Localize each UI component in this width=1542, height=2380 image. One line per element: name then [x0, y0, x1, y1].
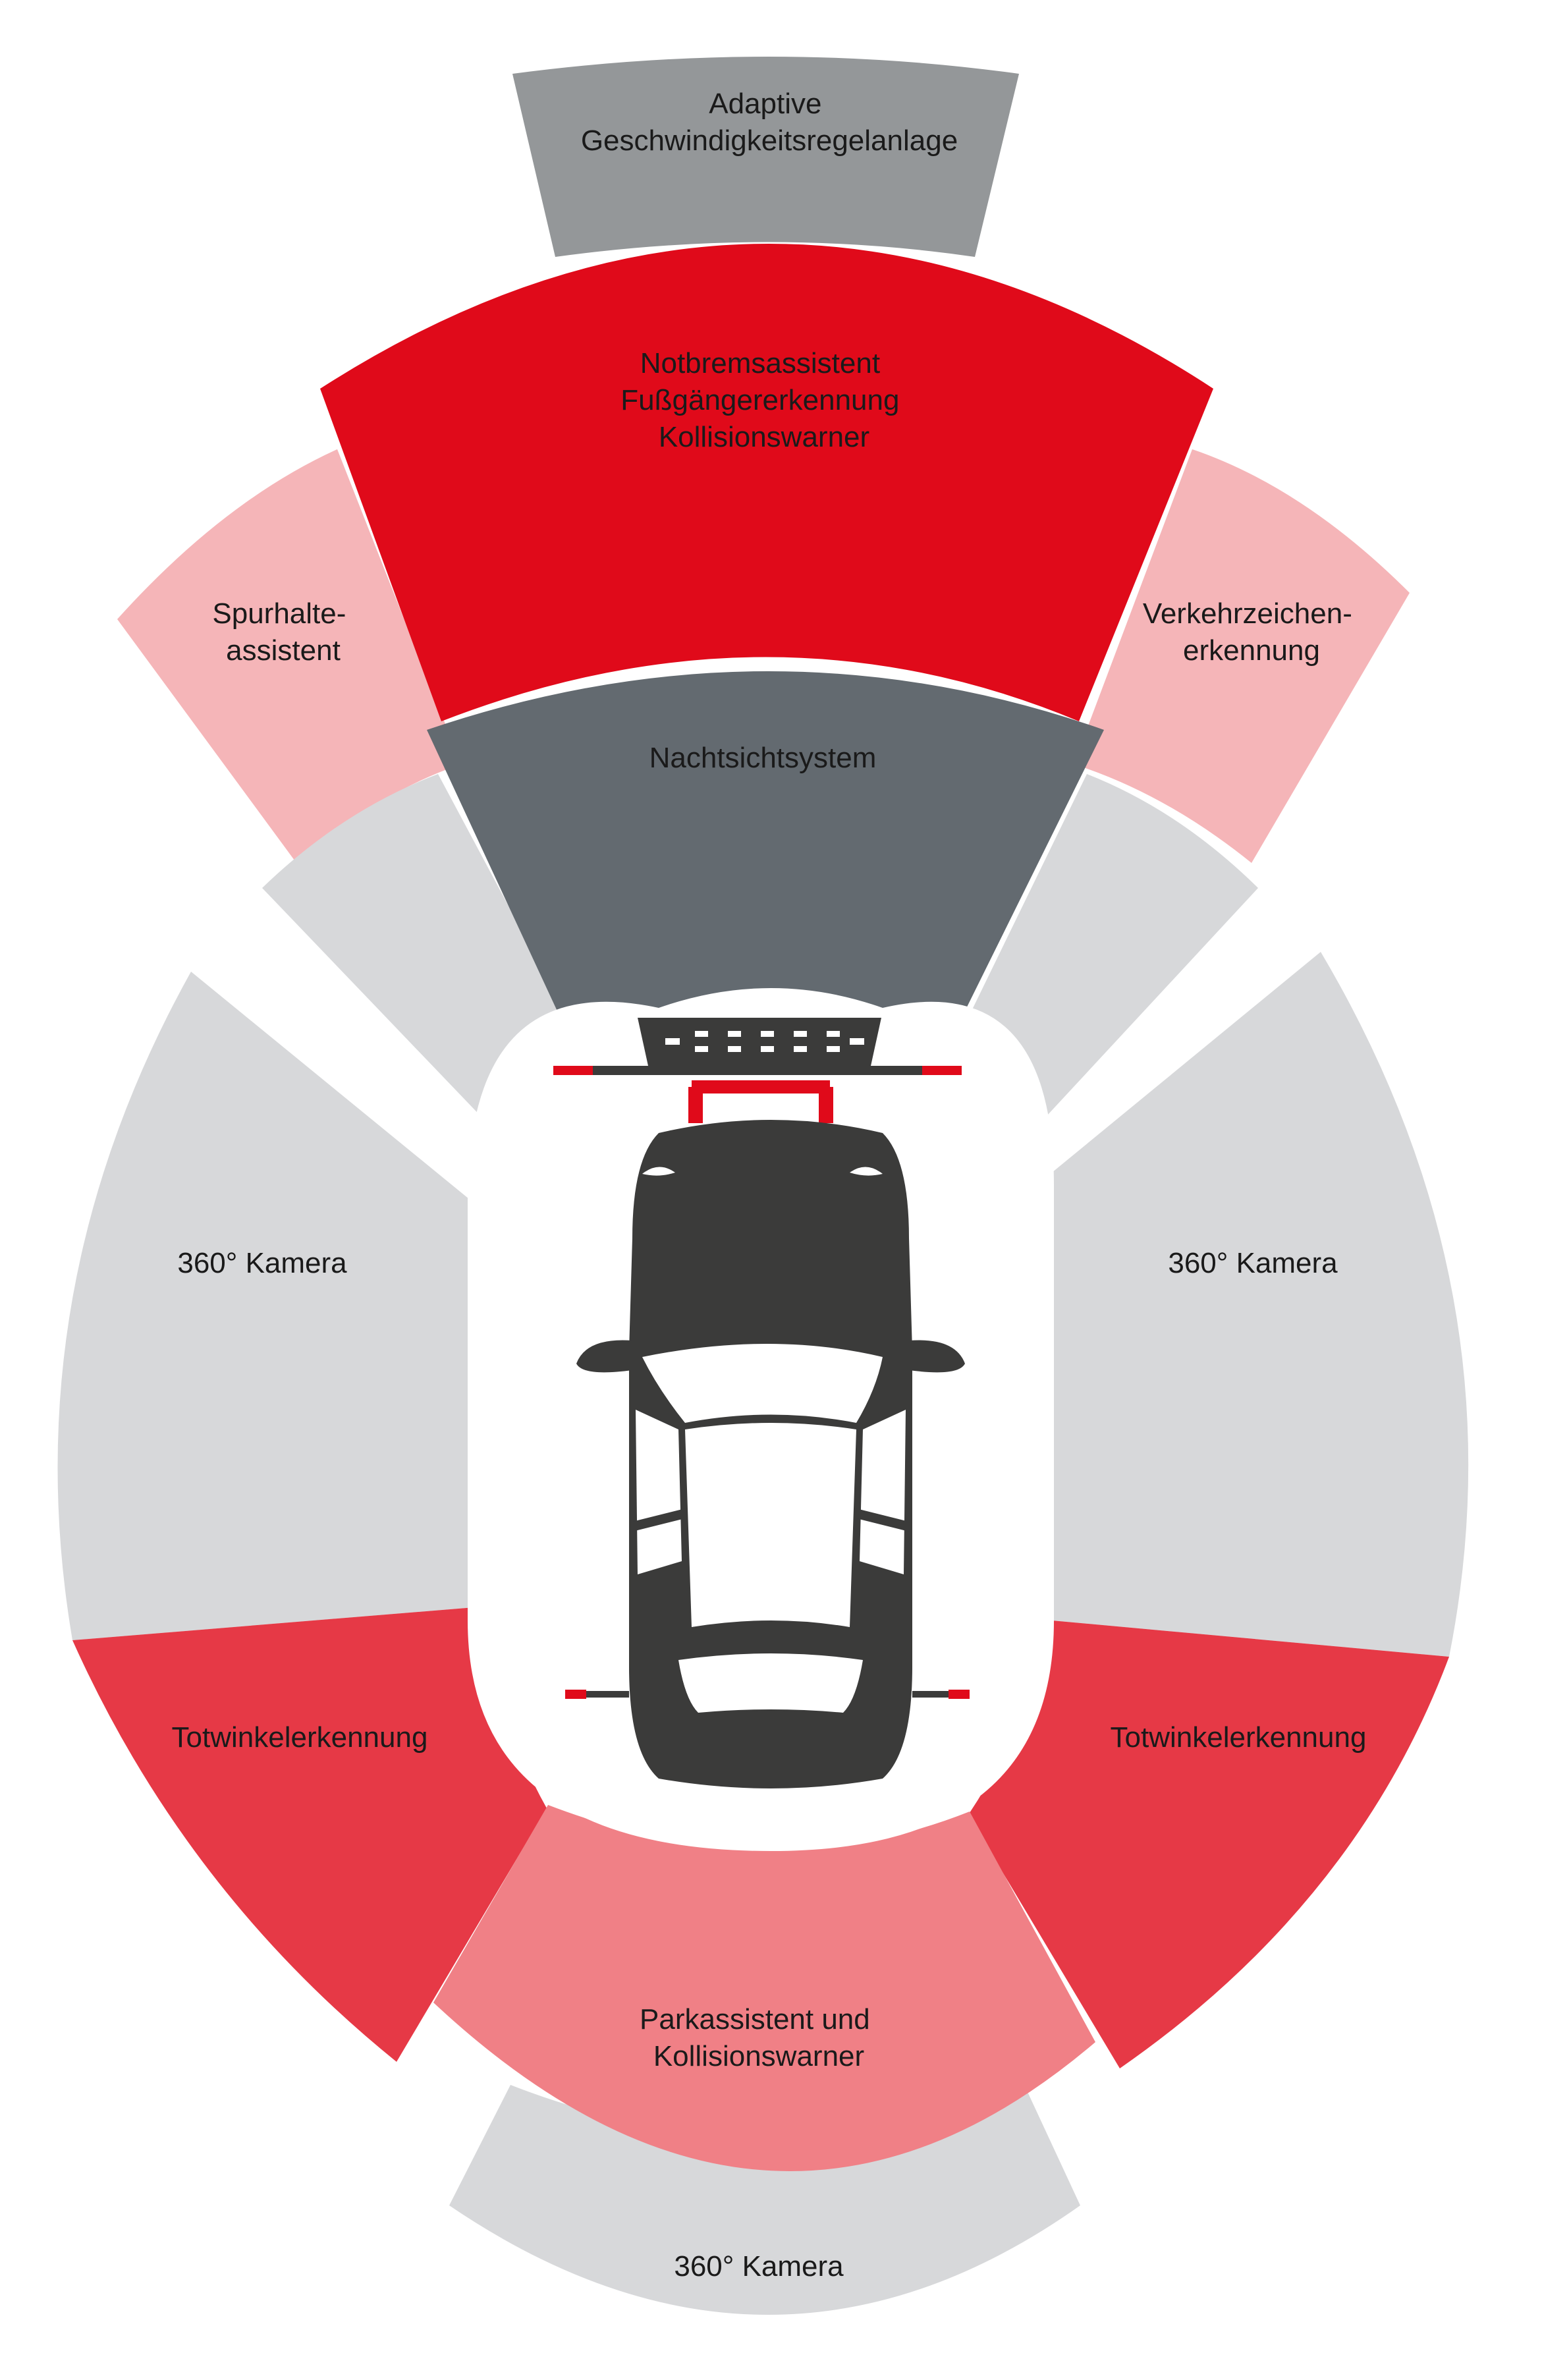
label-camera-rear: 360° Kamera: [674, 2250, 844, 2283]
zone-front-left-light: [262, 774, 572, 1123]
car-top-view-icon: [565, 1120, 970, 1788]
zone-night-vision: [427, 671, 1104, 1031]
label-camera-right: 360° Kamera: [1168, 1247, 1338, 1279]
label-lane-keep: Spurhalte- assistent: [212, 597, 354, 667]
sensor-array-icon: [553, 1018, 962, 1123]
label-park-assist: Parkassistent und Kollisionswarner: [640, 2003, 878, 2072]
label-emergency-brake: Notbremsassistent Fußgängererkennung Kol…: [620, 347, 907, 453]
label-blind-spot-right: Totwinkelerkennung: [1111, 1721, 1367, 1754]
zone-traffic-sign: [1074, 449, 1410, 863]
zone-front-right-light: [965, 774, 1258, 1133]
label-blind-spot-left: Totwinkelerkennung: [172, 1721, 428, 1754]
label-traffic-sign: Verkehrzeichen- erkennung: [1143, 597, 1360, 667]
zone-blind-spot-right: [968, 1620, 1449, 2068]
label-adaptive-cruise: Adaptive Geschwindigkeitsregelanlage: [581, 88, 958, 157]
zone-lane-keep: [117, 449, 461, 863]
zone-camera-right: [1052, 952, 1469, 1657]
label-night-vision: Nachtsichtsystem: [649, 742, 877, 774]
zone-adaptive-cruise: [512, 57, 1019, 257]
zone-park-assist: [433, 1805, 1095, 2171]
zone-camera-left: [57, 972, 474, 1640]
label-camera-left: 360° Kamera: [177, 1247, 347, 1279]
zone-emergency-brake: [320, 244, 1213, 721]
zone-blind-spot-left: [72, 1607, 547, 2062]
